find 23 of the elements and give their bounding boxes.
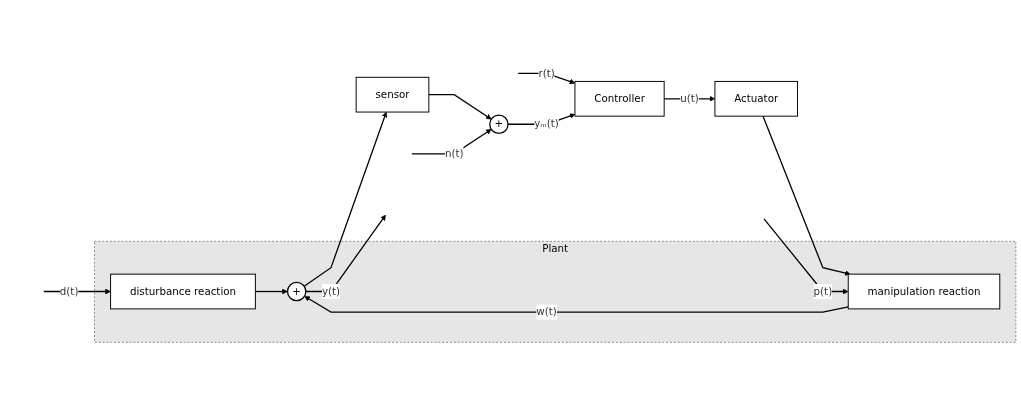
edge-label: y(t) [321,285,341,298]
node-box: Actuator [714,80,798,117]
arrow [303,111,388,287]
arrow [304,295,849,313]
node-box: disturbance reaction [110,273,256,310]
node-circle: + [286,281,307,302]
arrow [762,115,851,276]
arrow [763,218,849,295]
arrow [254,288,288,295]
arrow [305,214,386,293]
edge-label: n(t) [444,147,464,160]
arrow [428,94,492,120]
node-circle: + [489,114,509,135]
node-box: Controller [574,80,665,117]
edge-label: u(t) [680,92,699,105]
edge-label: p(t) [813,285,833,298]
node-box: manipulation reaction [847,273,1001,310]
edge-label: yₘ(t) [534,117,559,131]
edge-label: d(t) [59,285,79,298]
edge-label: w(t) [536,305,557,318]
edge-label: r(t) [538,66,555,80]
arrow [517,72,576,85]
node-box: sensor [355,76,430,113]
